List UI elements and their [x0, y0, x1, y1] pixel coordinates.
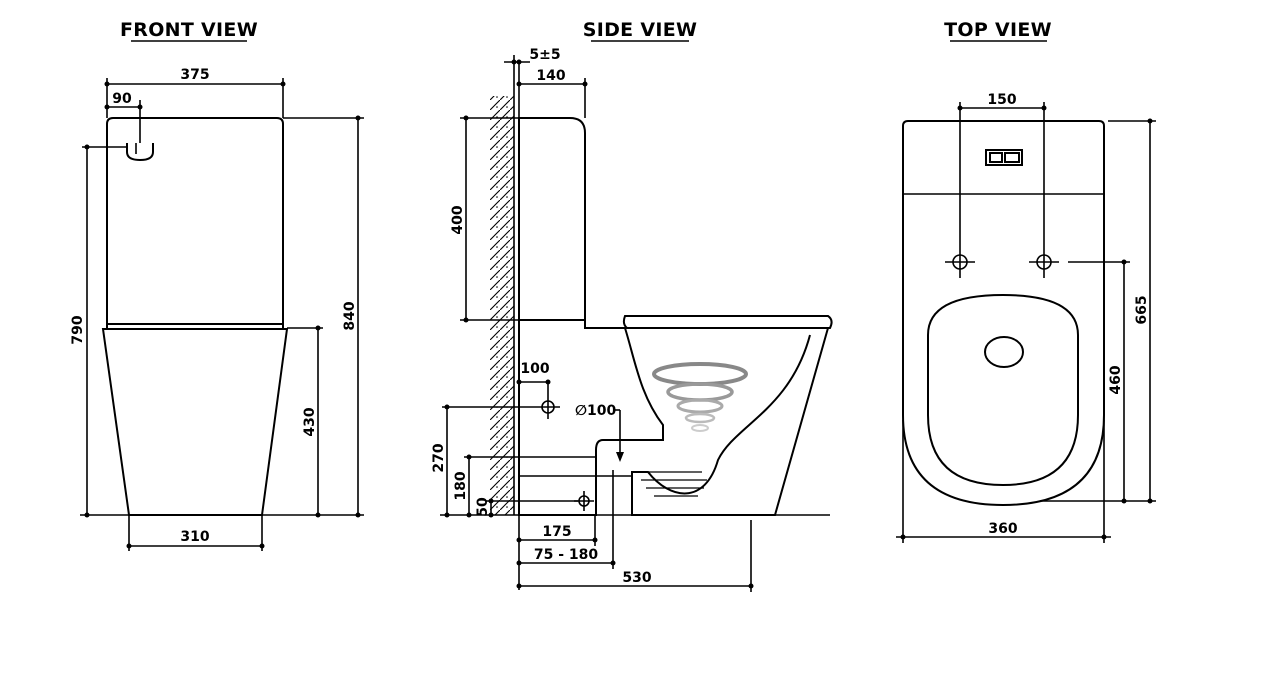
side-flush-swirl	[652, 362, 748, 432]
dim-140-tick-right	[582, 81, 588, 87]
dim-530-tick-right	[748, 583, 754, 589]
dim-90-tick-right	[137, 104, 143, 110]
front-tank	[106, 117, 284, 325]
dim-175-tick-left	[516, 537, 522, 543]
dim-175-tick-right	[592, 537, 598, 543]
dim-530-tick-left	[516, 583, 522, 589]
dim-310-tick-left	[126, 543, 132, 549]
side-seat	[622, 315, 833, 329]
dim-400-tick-top	[463, 115, 469, 121]
dim-diameter-label: ∅100	[575, 403, 616, 419]
side-wall-hatch	[490, 96, 514, 515]
top-flush-button-half	[989, 152, 1003, 163]
dim-90-label: 90	[112, 91, 132, 107]
dim-310-tick-right	[259, 543, 265, 549]
dim-270-label: 270	[431, 443, 447, 472]
front-bowl	[101, 328, 289, 516]
dim-180-tick-top	[466, 454, 472, 460]
dim-665-tick-bottom	[1147, 498, 1153, 504]
dim-5-tick-right	[516, 59, 522, 65]
top-water-outlet	[984, 336, 1024, 368]
dim-50-tick-top	[488, 498, 494, 504]
dim-360-label: 360	[988, 521, 1017, 537]
dim-840-label: 840	[342, 301, 358, 330]
dim-430-tick-top	[315, 325, 321, 331]
dim-270-tick-bottom	[444, 512, 450, 518]
dim-400-tick-bottom	[463, 317, 469, 323]
top-flush-button-full	[1004, 152, 1020, 163]
dim-5-tick-left	[511, 59, 517, 65]
top-seat-outline	[927, 293, 1079, 487]
dim-140-label: 140	[536, 68, 565, 84]
dim-75-180-tick-right	[610, 560, 616, 566]
dim-150-label: 150	[987, 92, 1016, 108]
dim-150-tick-right	[1041, 105, 1047, 111]
side-view-title: SIDE VIEW	[583, 19, 698, 41]
dim-665-label: 665	[1134, 295, 1150, 324]
dim-430-label: 430	[302, 407, 318, 436]
side-tank	[518, 117, 586, 321]
top-view-title: TOP VIEW	[944, 19, 1052, 41]
dim-790-label: 790	[70, 315, 86, 344]
dim-375-label: 375	[180, 67, 209, 83]
dim-diameter-arrow	[616, 452, 624, 462]
dim-400-label: 400	[450, 205, 466, 234]
dim-460-tick-bottom	[1121, 498, 1127, 504]
dim-270-tick-top	[444, 404, 450, 410]
dim-530-label: 530	[622, 570, 651, 586]
dim-50-tick-bottom	[488, 512, 494, 518]
dim-310-label: 310	[180, 529, 209, 545]
top-view: TOP VIEW 150 665	[896, 19, 1156, 543]
dim-90-tick-left	[104, 104, 110, 110]
side-view: SIDE VIEW	[431, 19, 833, 592]
front-view: FRONT VIEW 375 90 790	[70, 19, 364, 551]
dim-360-tick-right	[1101, 534, 1107, 540]
front-flush-button	[126, 143, 154, 162]
dim-180-label: 180	[453, 471, 469, 500]
dim-100-label: 100	[520, 361, 549, 377]
dim-100-tick-right	[545, 379, 551, 385]
dim-840-tick-top	[355, 115, 361, 121]
dim-460-label: 460	[1108, 365, 1124, 394]
dim-180-tick-bottom	[466, 512, 472, 518]
dim-790-tick-top	[84, 144, 90, 150]
dim-5-label: 5±5	[529, 47, 560, 63]
dim-175-label: 175	[542, 524, 571, 540]
dim-50-label: 50	[475, 497, 491, 517]
dim-140-tick-left	[516, 81, 522, 87]
dim-75-180-tick-left	[516, 560, 522, 566]
dim-665-tick-top	[1147, 118, 1153, 124]
dim-790-tick-bottom	[84, 512, 90, 518]
dim-150-tick-left	[957, 105, 963, 111]
front-view-title: FRONT VIEW	[120, 19, 258, 41]
dim-460-tick-top	[1121, 259, 1127, 265]
dim-430-tick-bottom	[315, 512, 321, 518]
dim-100-tick-left	[516, 379, 522, 385]
dim-375-tick-right	[280, 81, 286, 87]
dim-840-tick-bottom	[355, 512, 361, 518]
dim-375-tick-left	[104, 81, 110, 87]
dim-75-180-label: 75 - 180	[534, 547, 599, 563]
side-bowl-rear	[518, 319, 664, 516]
dim-360-tick-left	[900, 534, 906, 540]
